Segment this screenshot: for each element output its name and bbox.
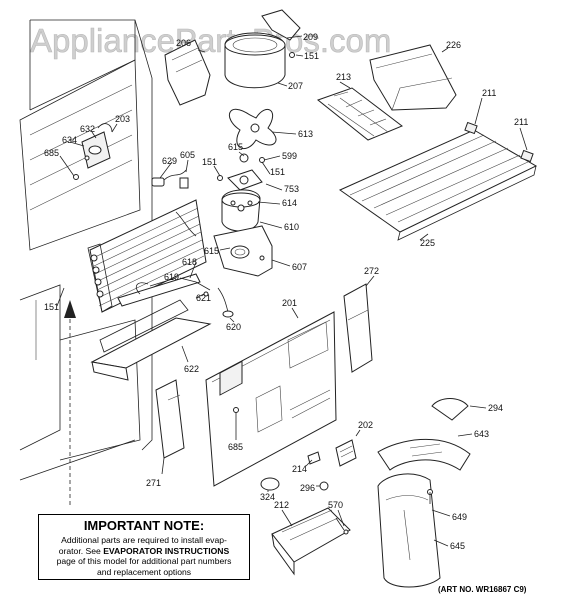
part-label-634: 634 bbox=[62, 135, 77, 145]
fan-blade bbox=[229, 108, 277, 150]
part-label-643: 643 bbox=[474, 429, 489, 439]
part-label-685-b: 685 bbox=[228, 442, 243, 452]
part-label-272: 272 bbox=[364, 266, 379, 276]
part-label-615-a: 615 bbox=[228, 142, 243, 152]
part-label-211-a: 211 bbox=[482, 88, 496, 98]
watermark: AppliancePartsPros.com bbox=[30, 22, 391, 59]
part-label-613: 613 bbox=[298, 129, 313, 139]
part-label-201: 201 bbox=[282, 298, 297, 308]
cover-trim bbox=[155, 379, 185, 459]
part-label-151: 151 bbox=[304, 51, 319, 61]
part-label-621: 621 bbox=[196, 293, 211, 303]
part-label-629: 629 bbox=[162, 156, 177, 166]
part-label-212: 212 bbox=[274, 500, 289, 510]
part-label-570: 570 bbox=[328, 500, 343, 510]
part-label-211-b: 211 bbox=[514, 117, 528, 127]
part-label-605: 605 bbox=[180, 150, 195, 160]
part-label-619: 619 bbox=[164, 272, 179, 282]
part-label-151-c: 151 bbox=[270, 167, 285, 177]
ice-bin bbox=[369, 44, 457, 111]
part-label-151-b: 151 bbox=[202, 157, 217, 167]
art-number: (ART NO. WR16867 C9) bbox=[438, 585, 527, 594]
note-title: IMPORTANT NOTE: bbox=[83, 518, 205, 533]
part-label-226: 226 bbox=[446, 40, 461, 50]
part-label-203: 203 bbox=[115, 114, 130, 124]
part-label-615-b: 615 bbox=[204, 246, 219, 256]
part-label-614: 614 bbox=[282, 198, 297, 208]
ice-tray bbox=[316, 87, 403, 141]
fan-bracket bbox=[213, 225, 273, 277]
evaporator bbox=[87, 199, 207, 313]
important-note-box: IMPORTANT NOTE: Additional parts are req… bbox=[38, 514, 250, 580]
small-parts bbox=[260, 439, 357, 576]
leader-lines bbox=[56, 35, 528, 547]
part-label-202: 202 bbox=[358, 420, 373, 430]
part-label-214: 214 bbox=[292, 464, 307, 474]
wire-shelf bbox=[338, 121, 538, 241]
part-label-645: 645 bbox=[450, 541, 465, 551]
air-tower bbox=[377, 438, 471, 588]
part-label-151-d: 151 bbox=[44, 302, 59, 312]
fan-motor-assembly bbox=[217, 153, 265, 232]
part-number-labels: 206 209 151 207 226 213 211 211 203 632 … bbox=[44, 32, 528, 551]
part-label-649: 649 bbox=[452, 512, 467, 522]
part-label-225: 225 bbox=[420, 238, 435, 248]
part-label-620: 620 bbox=[226, 322, 241, 332]
part-label-618: 618 bbox=[182, 257, 197, 267]
evaporator-instructions-link: EVAPORATOR INSTRUCTIONS bbox=[103, 545, 230, 556]
damper-cover bbox=[431, 398, 469, 421]
part-label-209: 209 bbox=[303, 32, 318, 42]
fan-shroud-bracket bbox=[164, 9, 301, 106]
cabinet-outline bbox=[19, 19, 153, 481]
note-line-2-text: orator. See bbox=[58, 545, 104, 556]
note-line-3: page of this model for additional part n… bbox=[56, 556, 232, 566]
install-arrow bbox=[64, 300, 76, 505]
evaporator-cover bbox=[205, 311, 337, 487]
part-label-599: 599 bbox=[282, 151, 297, 161]
part-label-607: 607 bbox=[292, 262, 307, 272]
drain-pan bbox=[90, 299, 212, 381]
light-housing-assembly bbox=[73, 123, 113, 180]
part-label-753: 753 bbox=[284, 184, 299, 194]
part-label-622: 622 bbox=[184, 364, 199, 374]
part-label-206: 206 bbox=[176, 38, 191, 48]
defrost-components bbox=[151, 169, 189, 189]
part-label-632: 632 bbox=[80, 124, 95, 134]
note-line-2: orator. See EVAPORATOR INSTRUCTIONS bbox=[39, 546, 249, 557]
defrost-thermostat bbox=[217, 287, 234, 318]
part-label-213: 213 bbox=[336, 72, 351, 82]
part-label-294: 294 bbox=[488, 403, 503, 413]
part-label-207: 207 bbox=[288, 81, 303, 91]
note-line-1: Additional parts are required to install… bbox=[61, 535, 227, 545]
part-label-271: 271 bbox=[146, 478, 161, 488]
note-line-4: and replacement options bbox=[96, 566, 192, 577]
air-duct bbox=[343, 283, 373, 373]
part-label-610: 610 bbox=[284, 222, 299, 232]
defrost-heater bbox=[117, 273, 211, 307]
part-label-685-a: 685 bbox=[44, 148, 59, 158]
part-label-296: 296 bbox=[300, 483, 315, 493]
part-label-324: 324 bbox=[260, 492, 275, 502]
